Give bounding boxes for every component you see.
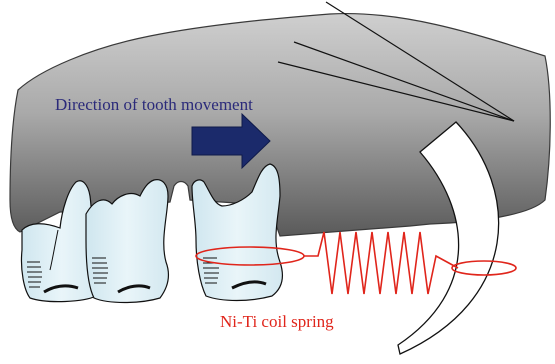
- spring-label: Ni-Ti coil spring: [220, 312, 334, 331]
- movement-label: Direction of tooth movement: [55, 95, 253, 114]
- coil-spring: [304, 232, 458, 294]
